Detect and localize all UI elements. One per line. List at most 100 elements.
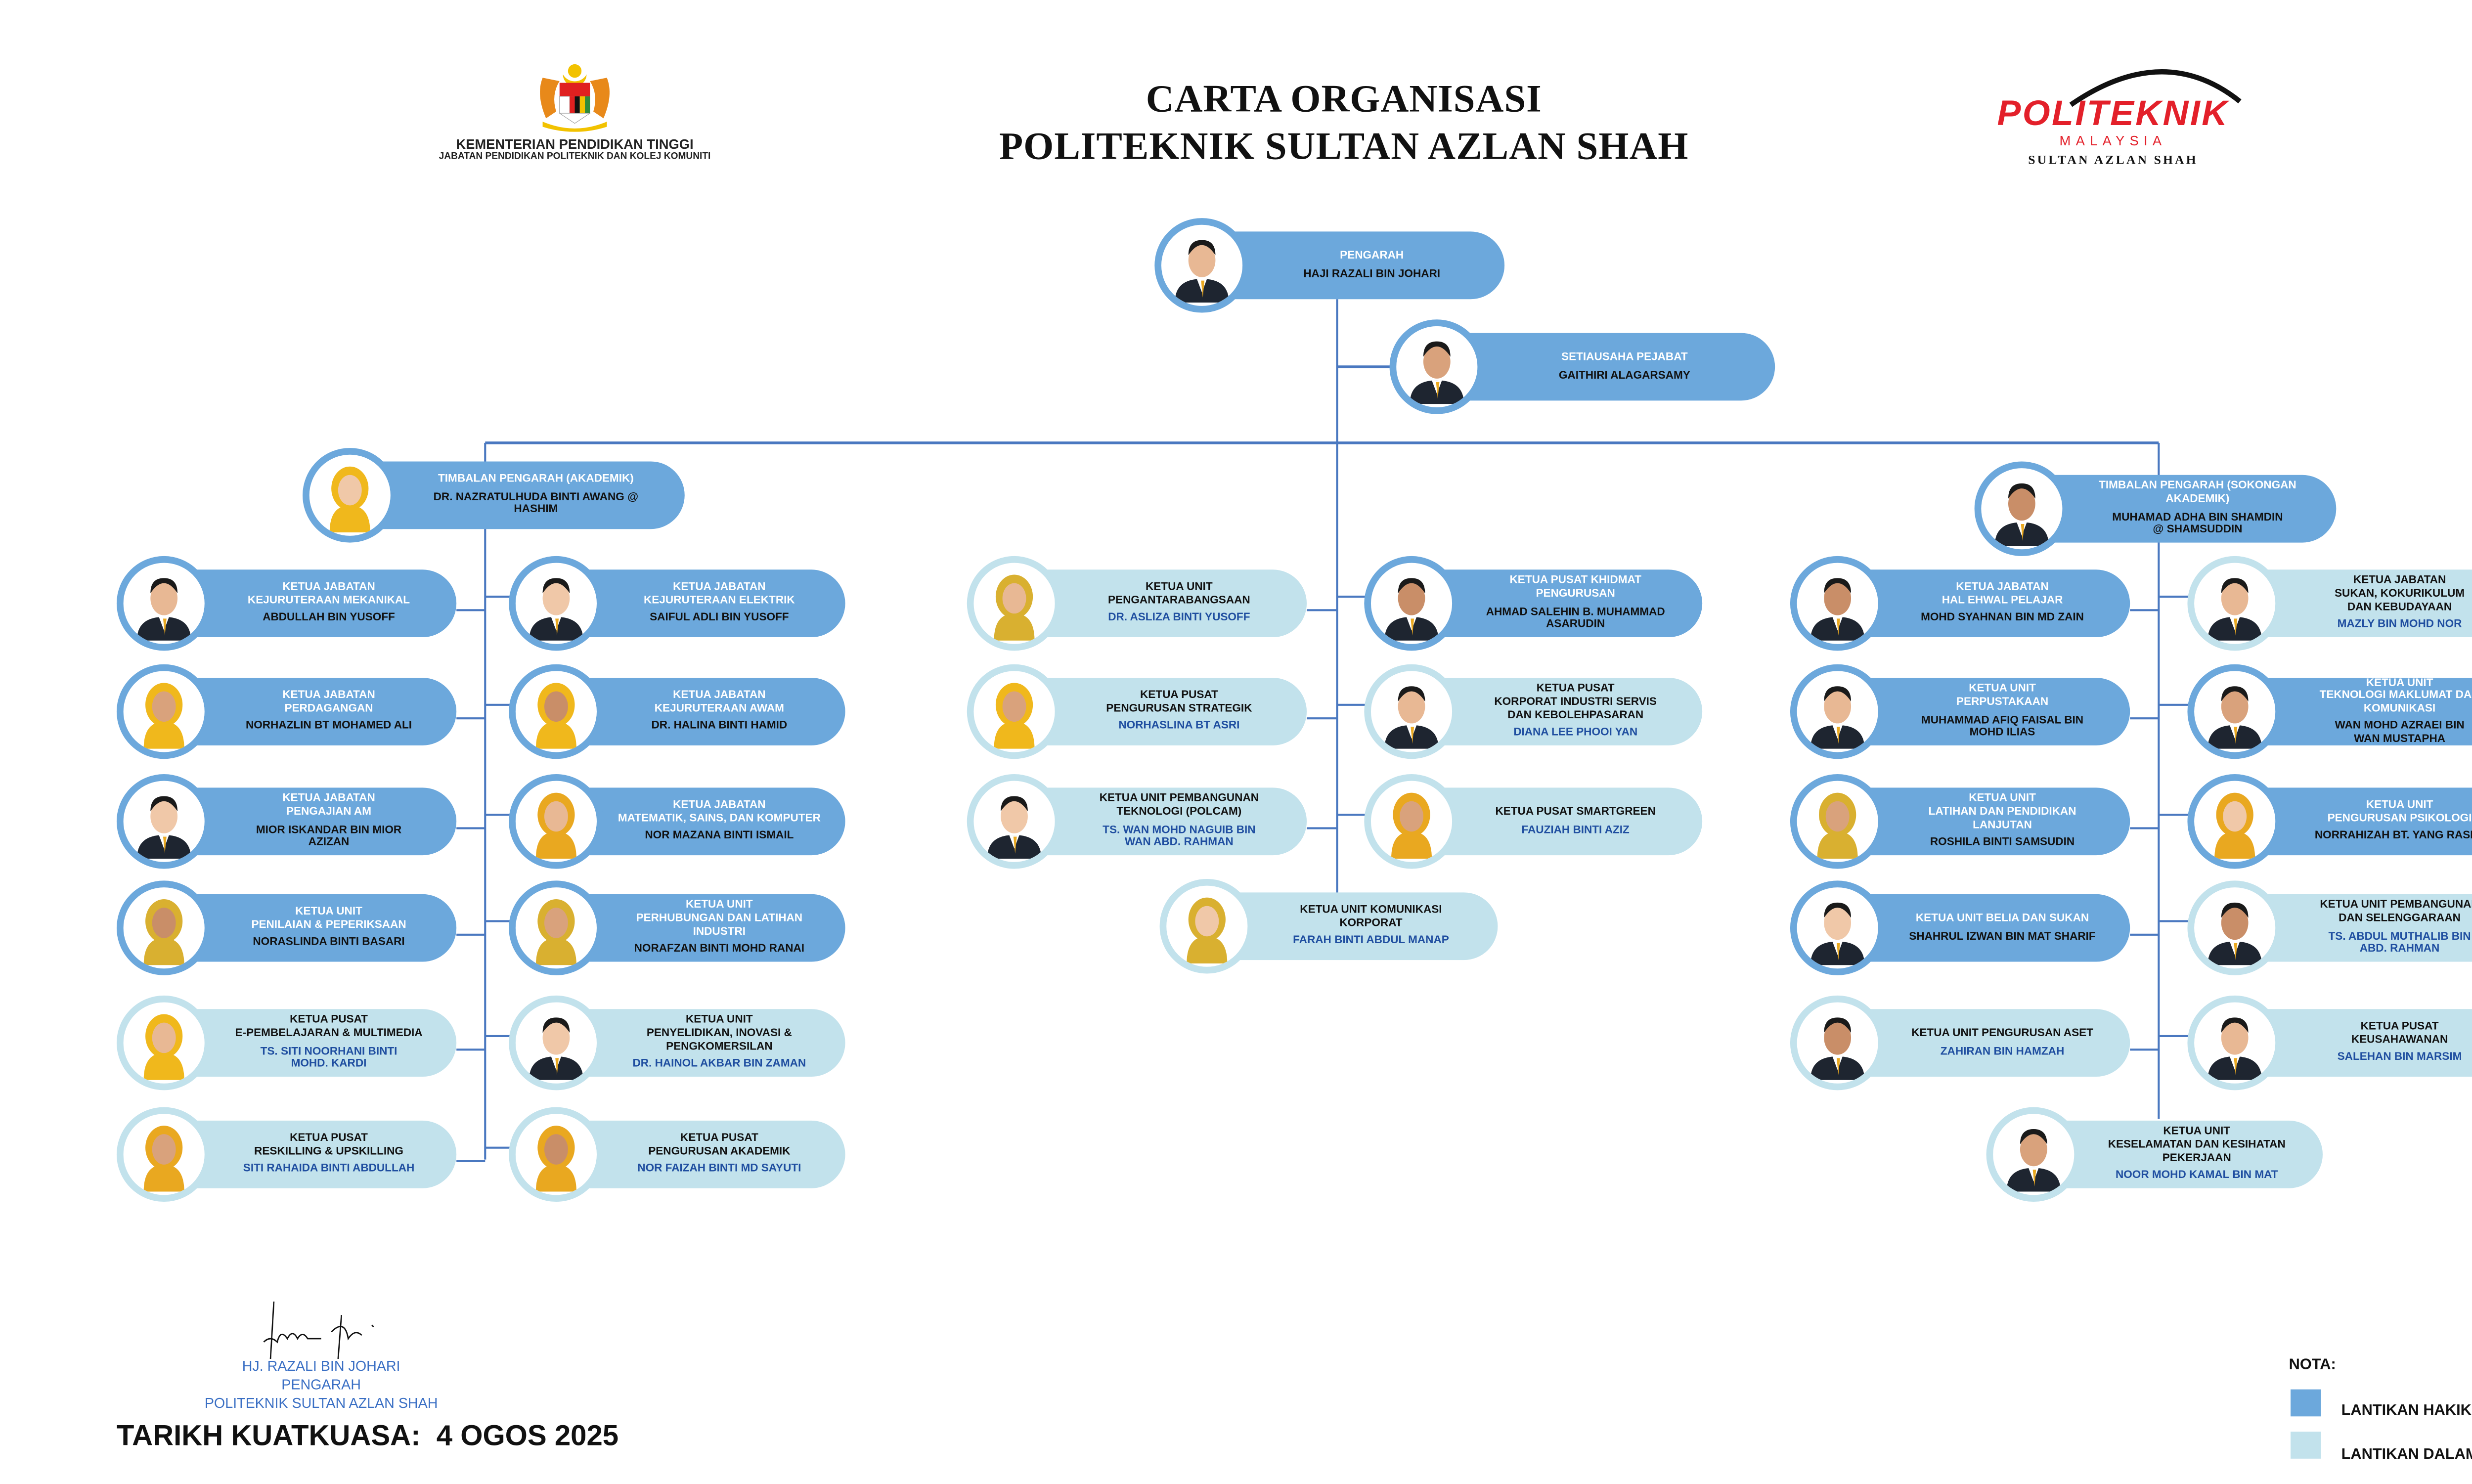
org-card[interactable]: KETUA JABATAN KEJURUTERAAN MEKANIKAL ABD… xyxy=(116,556,457,651)
avatar xyxy=(509,774,604,869)
avatar xyxy=(2187,556,2282,651)
org-card[interactable]: KETUA UNIT PENYELIDIKAN, INOVASI & PENGK… xyxy=(509,995,845,1091)
avatar xyxy=(1790,880,1885,975)
person-name: SAIFUL ADLI BIN YUSOFF xyxy=(650,612,789,624)
person-name: TS. SITI NOORHANI BINTI MOHD. KARDI xyxy=(260,1045,397,1070)
org-card[interactable]: KETUA JABATAN PENGAJIAN AM MIOR ISKANDAR… xyxy=(116,774,457,869)
position-title: KETUA PUSAT PENGURUSAN AKADEMIK xyxy=(648,1133,791,1158)
org-card[interactable]: KETUA UNIT PERHUBUNGAN DAN LATIHAN INDUS… xyxy=(509,880,845,975)
legend-label-hakiki: LANTIKAN HAKIKI xyxy=(2341,1401,2472,1418)
person-photo-icon xyxy=(1810,1017,1865,1080)
signature-image xyxy=(254,1301,406,1359)
avatar xyxy=(1974,461,2070,556)
legend-swatch-dalaman xyxy=(2291,1432,2321,1459)
org-card[interactable]: KETUA UNIT BELIA DAN SUKAN SHAHRUL IZWAN… xyxy=(1790,880,2130,975)
org-card[interactable]: KETUA UNIT PERPUSTAKAAN MUHAMMAD AFIQ FA… xyxy=(1790,664,2130,759)
org-card[interactable]: KETUA PUSAT SMARTGREEN FAUZIAH BINTI AZI… xyxy=(1364,774,1703,869)
org-card[interactable]: KETUA JABATAN KEJURUTERAAN AWAM DR. HALI… xyxy=(509,664,845,759)
org-card[interactable]: SETIAUSAHA PEJABAT GAITHIRI ALAGARSAMY xyxy=(1389,319,1775,414)
person-name: MOHD SYAHNAN BIN MD ZAIN xyxy=(1921,612,2084,624)
person-name: TS. ABDUL MUTHALIB BIN ABD. RAHMAN xyxy=(2328,930,2471,956)
avatar xyxy=(1790,995,1885,1091)
org-card[interactable]: KETUA JABATAN HAL EHWAL PELAJAR MOHD SYA… xyxy=(1790,556,2130,651)
person-name: FARAH BINTI ABDUL MANAP xyxy=(1293,935,1449,947)
avatar xyxy=(509,880,604,975)
org-card[interactable]: KETUA UNIT PEMBANGUNAN DAN SELENGGARAAN … xyxy=(2187,880,2472,975)
person-photo-icon xyxy=(1994,483,2049,546)
person-photo-icon xyxy=(529,578,583,641)
org-card[interactable]: TIMBALAN PENGARAH (SOKONGAN AKADEMIK) MU… xyxy=(1974,461,2337,556)
card-label: SETIAUSAHA PEJABAT GAITHIRI ALAGARSAMY xyxy=(1430,333,1775,401)
person-name: HAJI RAZALI BIN JOHARI xyxy=(1303,267,1441,280)
org-card[interactable]: KETUA JABATAN MATEMATIK, SAINS, DAN KOMP… xyxy=(509,774,845,869)
position-title: KETUA UNIT KOMUNIKASI KORPORAT xyxy=(1300,904,1442,929)
avatar xyxy=(1159,878,1255,974)
org-card[interactable]: TIMBALAN PENGARAH (AKADEMIK) DR. NAZRATU… xyxy=(303,448,685,543)
person-name: DR. NAZRATULHUDA BINTI AWANG @ HASHIM xyxy=(433,491,639,516)
position-title: KETUA JABATAN KEJURUTERAAN MEKANIKAL xyxy=(247,581,410,607)
card-label: KETUA JABATAN KEJURUTERAAN AWAM DR. HALI… xyxy=(549,678,845,745)
org-card[interactable]: KETUA PUSAT E-PEMBELAJARAN & MULTIMEDIA … xyxy=(116,995,457,1091)
avatar xyxy=(2187,995,2282,1091)
org-card[interactable]: KETUA PUSAT KORPORAT INDUSTRI SERVIS DAN… xyxy=(1364,664,1703,759)
org-card[interactable]: KETUA UNIT PENILAIAN & PEPERIKSAAN NORAS… xyxy=(116,880,457,975)
position-title: KETUA UNIT PENYELIDIKAN, INOVASI & PENGK… xyxy=(646,1014,792,1052)
org-card[interactable]: KETUA PUSAT KHIDMAT PENGURUSAN AHMAD SAL… xyxy=(1364,556,1703,651)
position-title: KETUA JABATAN MATEMATIK, SAINS, DAN KOMP… xyxy=(618,799,821,825)
org-card[interactable]: KETUA UNIT PENGURUSAN ASET ZAHIRAN BIN H… xyxy=(1790,995,2130,1091)
org-card[interactable]: KETUA PUSAT RESKILLING & UPSKILLING SITI… xyxy=(116,1107,457,1202)
person-photo-icon xyxy=(143,1014,184,1080)
org-card[interactable]: KETUA UNIT PENGURUSAN PSIKOLOGI NORRAHIZ… xyxy=(2187,774,2472,869)
org-card[interactable]: KETUA PUSAT PENGURUSAN AKADEMIK NOR FAIZ… xyxy=(509,1107,845,1202)
org-card[interactable]: KETUA PUSAT KEUSAHAWANAN SALEHAN BIN MAR… xyxy=(2187,995,2472,1091)
org-card[interactable]: KETUA UNIT LATIHAN DAN PENDIDIKAN LANJUT… xyxy=(1790,774,2130,869)
person-name: DR. ASLIZA BINTI YUSOFF xyxy=(1108,612,1250,624)
card-label: KETUA UNIT PENILAIAN & PEPERIKSAAN NORAS… xyxy=(157,894,457,962)
person-name: NORHASLINA BT ASRI xyxy=(1118,720,1240,733)
person-photo-icon xyxy=(1384,578,1439,641)
position-title: KETUA PUSAT PENGURUSAN STRATEGIK xyxy=(1106,690,1252,715)
avatar xyxy=(967,774,1062,869)
person-photo-icon xyxy=(1810,902,1865,965)
org-card[interactable]: KETUA UNIT TEKNOLOGI MAKLUMAT DAN KOMUNI… xyxy=(2187,664,2472,759)
org-card[interactable]: KETUA UNIT PEMBANGUNAN TEKNOLOGI (POLCAM… xyxy=(967,774,1307,869)
person-photo-icon xyxy=(1810,578,1865,641)
person-photo-icon xyxy=(2207,578,2262,641)
org-card[interactable]: PENGARAH HAJI RAZALI BIN JOHARI xyxy=(1154,218,1505,313)
ministry-name: KEMENTERIAN PENDIDIKAN TINGGI xyxy=(456,136,694,152)
avatar xyxy=(1389,319,1485,414)
org-card[interactable]: KETUA UNIT KOMUNIKASI KORPORAT FARAH BIN… xyxy=(1159,878,1498,974)
legend-label-dalaman: LANTIKAN DALAMAN xyxy=(2341,1445,2472,1462)
position-title: KETUA PUSAT SMARTGREEN xyxy=(1495,806,1656,818)
page-title: CARTA ORGANISASI xyxy=(1146,78,1542,120)
person-photo-icon xyxy=(136,796,191,859)
org-card[interactable]: KETUA PUSAT PENGURUSAN STRATEGIK NORHASL… xyxy=(967,664,1307,759)
org-card[interactable]: KETUA JABATAN PERDAGANGAN NORHAZLIN BT M… xyxy=(116,664,457,759)
position-title: KETUA JABATAN KEJURUTERAAN AWAM xyxy=(654,690,784,715)
org-card[interactable]: KETUA JABATAN SUKAN, KOKURIKULUM DAN KEB… xyxy=(2187,556,2472,651)
avatar xyxy=(509,995,604,1091)
position-title: KETUA JABATAN HAL EHWAL PELAJAR xyxy=(1942,581,2063,607)
person-photo-icon xyxy=(136,578,191,641)
person-photo-icon xyxy=(143,683,184,749)
person-photo-icon xyxy=(994,574,1035,641)
org-card[interactable]: KETUA JABATAN KEJURUTERAAN ELEKTRIK SAIF… xyxy=(509,556,845,651)
person-name: FAUZIAH BINTI AZIZ xyxy=(1521,824,1630,836)
org-card[interactable]: KETUA UNIT PENGANTARABANGSAAN DR. ASLIZA… xyxy=(967,556,1307,651)
person-photo-icon xyxy=(1817,792,1858,859)
position-title: KETUA UNIT PERPUSTAKAAN xyxy=(1956,683,2049,708)
department-name: JABATAN PENDIDIKAN POLITEKNIK DAN KOLEJ … xyxy=(439,152,711,163)
avatar xyxy=(2187,664,2282,759)
person-photo-icon xyxy=(535,899,576,965)
avatar xyxy=(2187,880,2282,975)
avatar xyxy=(967,664,1062,759)
avatar xyxy=(1364,774,1459,869)
avatar xyxy=(116,556,212,651)
position-title: KETUA UNIT BELIA DAN SUKAN xyxy=(1915,913,2089,924)
person-name: NORRAHIZAH BT. YANG RASIDI xyxy=(2314,830,2472,842)
person-photo-icon xyxy=(2214,792,2255,859)
org-card[interactable]: KETUA UNIT KESELAMATAN DAN KESIHATAN PEK… xyxy=(1986,1107,2323,1202)
legend-swatch-hakiki xyxy=(2291,1389,2321,1417)
person-photo-icon xyxy=(143,1126,184,1192)
position-title: SETIAUSAHA PEJABAT xyxy=(1561,351,1688,363)
